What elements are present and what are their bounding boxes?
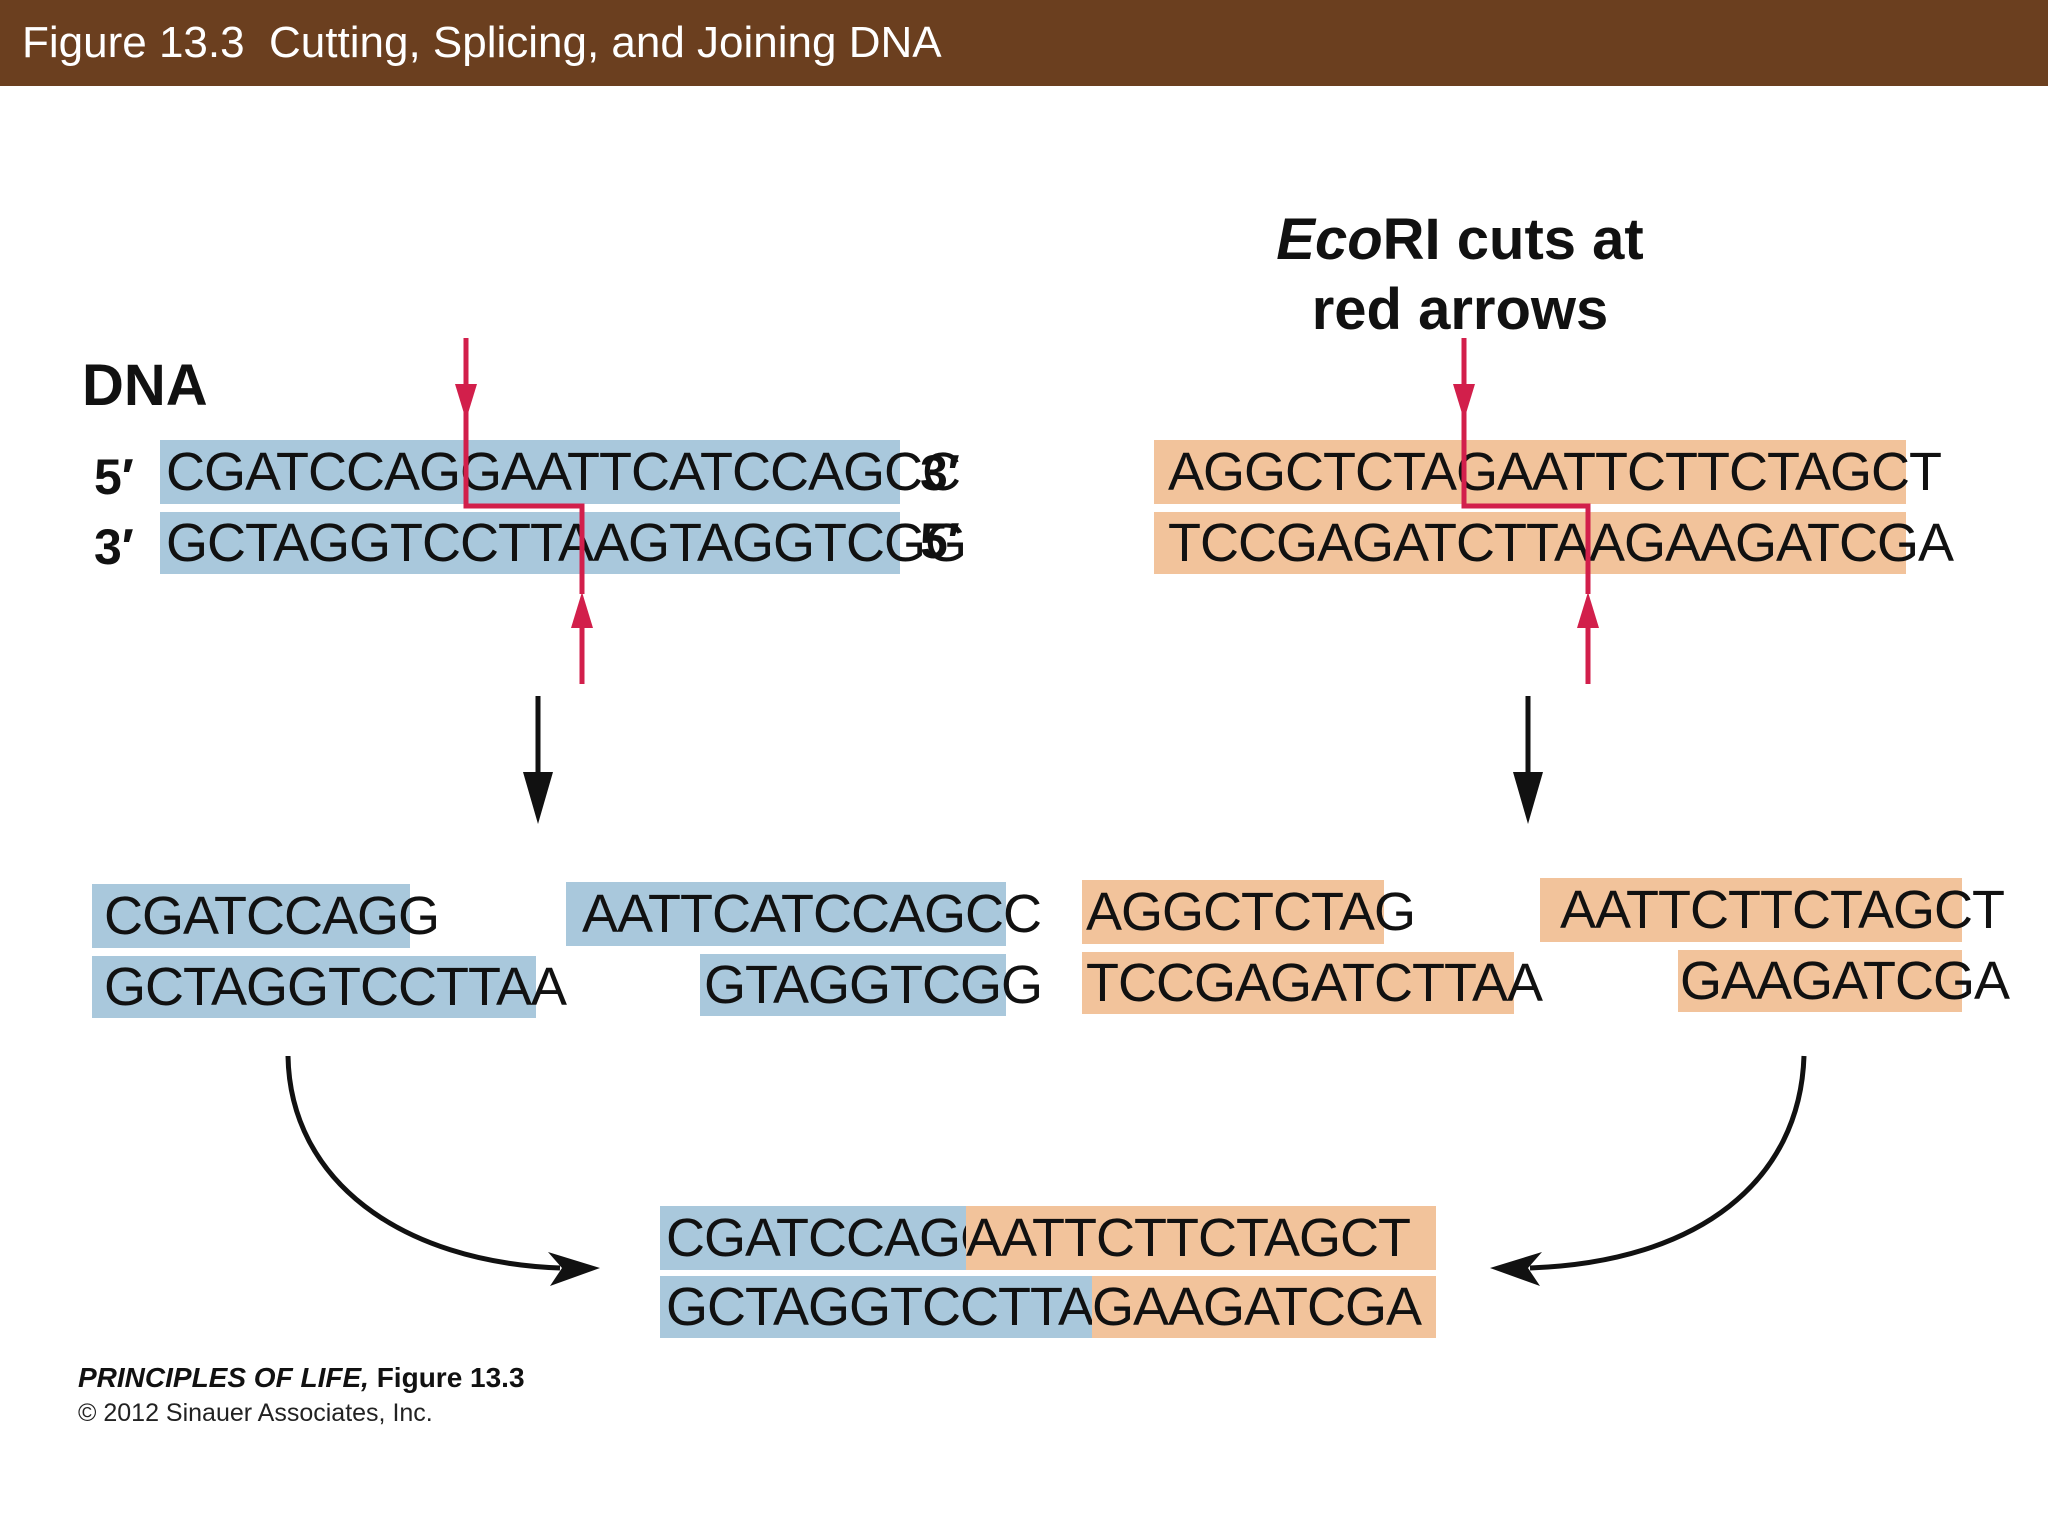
recombinant-top-blue: CGATCCAGG: [660, 1206, 1002, 1270]
flow-down-arrows: [523, 696, 1543, 824]
blue-fragment-right-top: AATTCATCCAGCC: [566, 882, 1042, 946]
book-credit: PRINCIPLES OF LIFE, Figure 13.3: [78, 1362, 525, 1394]
blue-flow-down-arrowhead: [523, 772, 553, 824]
orange-dna-top-sequence: AGGCTCTAGAATTCTTCTAGCT: [1168, 442, 1942, 502]
blue-fragment-left-top: CGATCCAGG: [92, 884, 440, 948]
orange-fragment-left-bottom: TCCGAGATCTTAA: [1082, 952, 1543, 1014]
orange-fragment-right-top: AATTCTTCTAGCT: [1540, 878, 2005, 942]
recombinant-bottom-orange-seq: GAAGATCGA: [1092, 1277, 1422, 1337]
orange-dna-bottom-strand: TCCGAGATCTTAAGAAGATCGA: [1154, 512, 1954, 574]
orange-flow-down-arrowhead: [1513, 772, 1543, 824]
recombinant-top-orange-seq: AATTCTTCTAGCT: [966, 1208, 1411, 1268]
orange-fragment-left-top-seq: AGGCTCTAG: [1086, 882, 1416, 942]
recombinant-top-blue-seq: CGATCCAGG: [666, 1208, 1002, 1268]
orange-fragment-right-top-seq: AATTCTTCTAGCT: [1560, 880, 2005, 940]
orange-cut-line: [1461, 400, 1591, 594]
left-join-curve: [285, 1055, 561, 1271]
title-bar: Figure 13.3 Cutting, Splicing, and Joini…: [0, 0, 2048, 86]
orange-fragment-left-top: AGGCTCTAG: [1082, 880, 1416, 944]
orange-dna-top-strand: AGGCTCTAGAATTCTTCTAGCT: [1154, 440, 1942, 504]
blue-fragment-left-bottom-seq: GCTAGGTCCTTAA: [104, 957, 567, 1017]
orange-fragment-right-bottom: GAAGATCGA: [1678, 950, 2010, 1012]
five-prime-bottom-right-label: 5′: [920, 513, 960, 569]
copyright-notice: © 2012 Sinauer Associates, Inc.: [78, 1399, 433, 1427]
blue-dna-bottom-strand: GCTAGGTCCTTAAGTAGGTCGG: [160, 512, 967, 574]
figure-number: Figure 13.3: [368, 1362, 525, 1393]
blue-dna-top-sequence: CGATCCAGGAATTCATCCAGCC: [166, 442, 961, 502]
blue-cut-line: [463, 400, 585, 594]
blue-fragment-left-top-seq: CGATCCAGG: [104, 886, 440, 946]
enzyme-label-rest: RI cuts at: [1382, 207, 1644, 272]
left-join-arrowhead: [548, 1252, 600, 1286]
blue-fragment-left-bottom: GCTAGGTCCTTAA: [92, 956, 567, 1018]
three-prime-top-right-label: 3′: [920, 445, 960, 501]
orange-cut-arrows: [1453, 338, 1599, 684]
join-arrows: [285, 1055, 1807, 1271]
orange-cut-up-arrowhead: [1577, 592, 1599, 628]
enzyme-label: EcoRI cuts at red arrows: [1200, 205, 1720, 345]
dna-label: DNA: [82, 353, 208, 418]
figure-title: Figure 13.3 Cutting, Splicing, and Joini…: [22, 18, 942, 67]
enzyme-label-line2: red arrows: [1311, 277, 1609, 342]
recombinant-bottom-blue-seq: GCTAGGTCCTTAA: [666, 1277, 1129, 1337]
orange-dna-bottom-sequence: TCCGAGATCTTAAGAAGATCGA: [1168, 513, 1954, 573]
recombinant-top-orange: AATTCTTCTAGCT: [966, 1206, 1436, 1270]
book-title: PRINCIPLES OF LIFE,: [78, 1362, 369, 1393]
right-join-arrowhead: [1490, 1252, 1542, 1286]
blue-fragment-right-top-seq: AATTCATCCAGCC: [582, 884, 1042, 944]
recombinant-bottom-blue: GCTAGGTCCTTAA: [660, 1276, 1129, 1338]
blue-fragment-right-bottom-seq: GTAGGTCGG: [704, 955, 1043, 1015]
blue-cut-up-arrowhead: [571, 592, 593, 628]
five-prime-top-label: 5′: [94, 449, 134, 505]
blue-cut-arrows: [455, 338, 593, 684]
enzyme-name-italic: Eco: [1276, 207, 1383, 272]
recombinant-bottom-orange: GAAGATCGA: [1092, 1276, 1436, 1338]
orange-fragment-right-bottom-seq: GAAGATCGA: [1680, 951, 2010, 1011]
blue-dna-bottom-sequence: GCTAGGTCCTTAAGTAGGTCGG: [166, 513, 967, 573]
orange-fragment-left-bottom-seq: TCCGAGATCTTAA: [1086, 953, 1543, 1013]
blue-fragment-right-bottom: GTAGGTCGG: [700, 954, 1043, 1016]
three-prime-bottom-label: 3′: [94, 519, 134, 575]
blue-dna-top-strand: CGATCCAGGAATTCATCCAGCC: [160, 440, 961, 504]
right-join-curve: [1529, 1055, 1807, 1271]
